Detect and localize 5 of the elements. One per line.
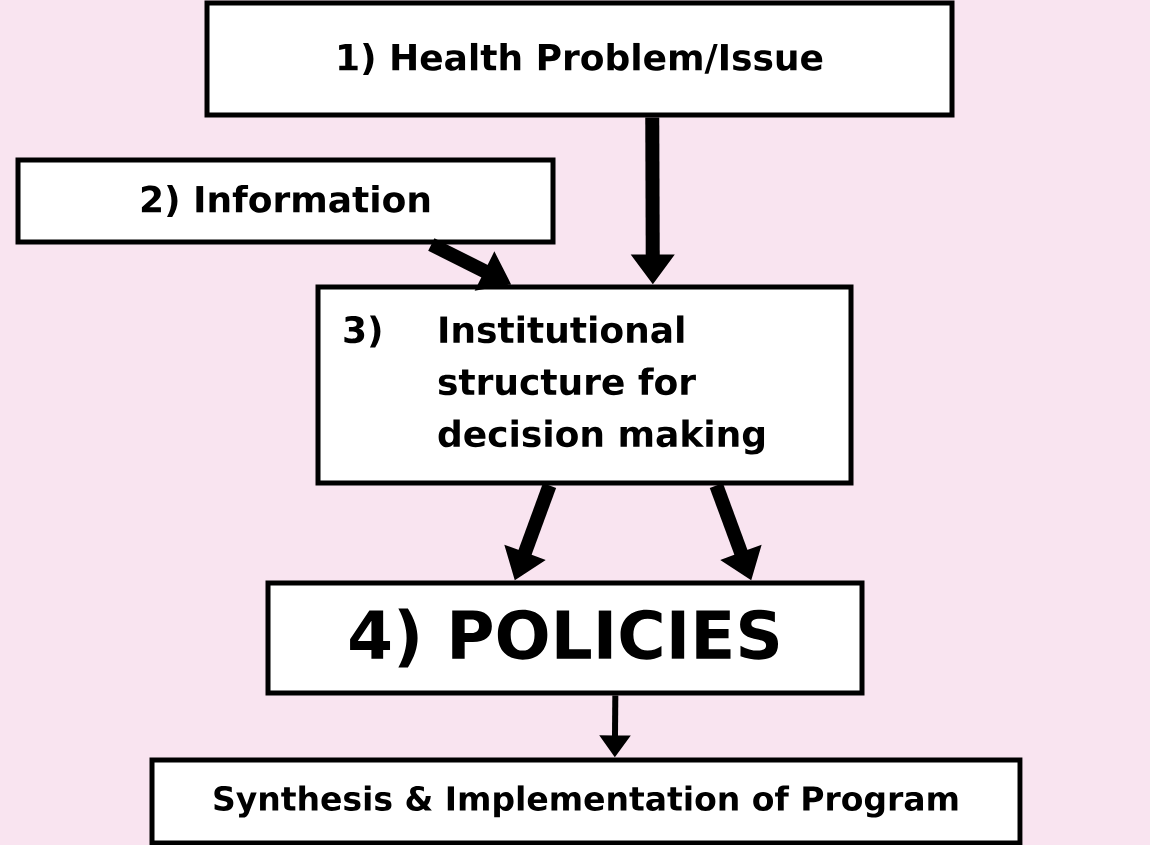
- process-box: 2) Information: [15, 157, 556, 245]
- process-box: 1) Health Problem/Issue: [204, 0, 955, 118]
- process-box: 4) POLICIES: [265, 580, 865, 696]
- process-box: 3) Institutional structure for decision making: [315, 284, 854, 486]
- process-box: Synthesis & Implementation of Program: [149, 757, 1023, 845]
